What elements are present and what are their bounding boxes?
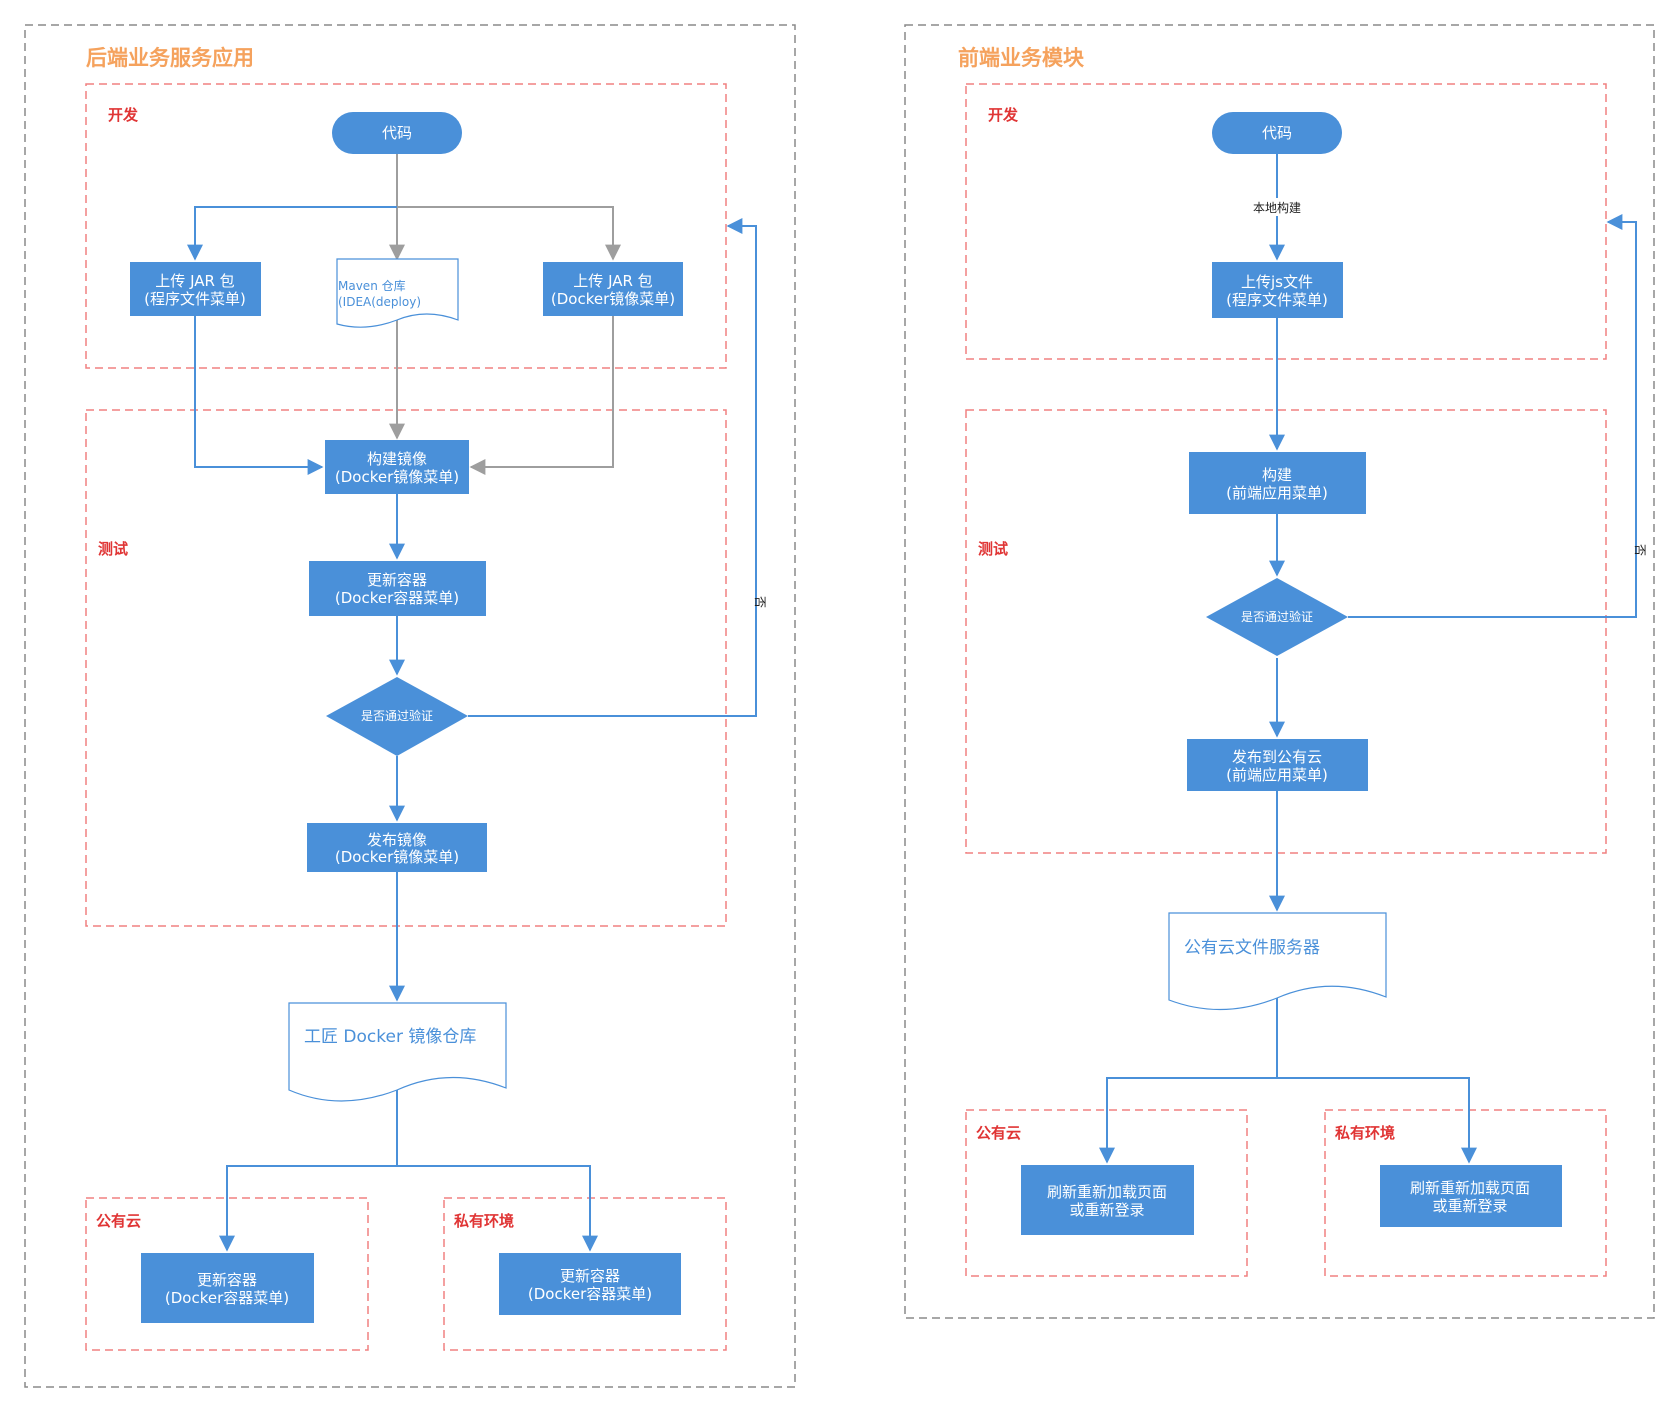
backend-maven-repo-line1: Maven 仓库 <box>338 278 406 293</box>
frontend-stage-test-title: 测试 <box>978 540 1008 558</box>
backend-upload-jar-prog-line1: 上传 JAR 包 <box>155 272 234 290</box>
frontend-upload-js-line1: 上传js文件 <box>1241 273 1313 291</box>
backend-upload-jar-docker-line1: 上传 JAR 包 <box>573 272 652 290</box>
backend-stage-test <box>85 409 727 927</box>
edge-fe-server-to-private <box>1277 1077 1477 1164</box>
frontend-public-refresh-node[interactable]: 刷新重新加载页面 或重新登录 <box>1021 1165 1194 1235</box>
fe-local-build-label-bg <box>1245 198 1309 216</box>
frontend-publish-cloud-line1: 发布到公有云 <box>1232 748 1322 766</box>
backend-private-update-line2: (Docker容器菜单) <box>528 1285 652 1303</box>
frontend-stage-dev <box>965 83 1607 360</box>
frontend-verify-decision[interactable]: 是否通过验证 <box>1206 578 1348 656</box>
edge-upload-jar-docker-to-build <box>469 316 614 475</box>
frontend-code-label: 代码 <box>1262 124 1292 142</box>
frontend-private-refresh-line1: 刷新重新加载页面 <box>1410 1179 1530 1197</box>
backend-stage-public <box>85 1197 369 1351</box>
backend-update-container-line2: (Docker容器菜单) <box>335 589 459 607</box>
frontend-panel: 前端业务模块 开发 测试 公有云 私有环境 本地构建 否 代码 上传js文件 (… <box>904 24 1655 1319</box>
frontend-public-refresh-line1: 刷新重新加载页面 <box>1047 1183 1167 1201</box>
frontend-public-refresh-line2: 或重新登录 <box>1069 1201 1144 1219</box>
backend-upload-jar-prog-line2: (程序文件菜单) <box>144 290 246 308</box>
frontend-private-refresh-line2: 或重新登录 <box>1432 1197 1507 1215</box>
backend-stage-test-title: 测试 <box>98 540 128 558</box>
backend-publish-image-line2: (Docker镜像菜单) <box>335 848 459 866</box>
backend-build-image-node[interactable]: 构建镜像 (Docker镜像菜单) <box>325 440 469 494</box>
backend-upload-jar-prog-node[interactable]: 上传 JAR 包 (程序文件菜单) <box>130 262 261 316</box>
backend-verify-label: 是否通过验证 <box>361 708 433 723</box>
backend-stage-private <box>443 1197 727 1351</box>
frontend-stage-private <box>1324 1109 1607 1277</box>
backend-maven-repo-node[interactable]: Maven 仓库 (IDEA(deploy) <box>336 258 459 328</box>
backend-registry-node[interactable]: 工匠 Docker 镜像仓库 <box>288 1002 507 1102</box>
frontend-upload-js-line2: (程序文件菜单) <box>1226 291 1328 309</box>
frontend-stage-private-title: 私有环境 <box>1334 1124 1395 1142</box>
frontend-panel-border <box>904 24 1655 1319</box>
backend-stage-private-title: 私有环境 <box>453 1212 514 1230</box>
frontend-stage-public-title: 公有云 <box>976 1124 1021 1142</box>
frontend-stage-test <box>965 409 1607 854</box>
frontend-stage-public <box>965 1109 1248 1277</box>
backend-verify-decision[interactable]: 是否通过验证 <box>326 677 468 756</box>
edge-fe-verify-no-loop <box>1348 214 1637 618</box>
backend-stage-public-title: 公有云 <box>96 1212 141 1230</box>
frontend-build-node[interactable]: 构建 (前端应用菜单) <box>1189 452 1366 514</box>
frontend-verify-label: 是否通过验证 <box>1241 609 1313 624</box>
backend-upload-jar-docker-line2: (Docker镜像菜单) <box>551 290 675 308</box>
backend-stage-dev-title: 开发 <box>108 106 139 124</box>
backend-no-label: 否 <box>753 596 767 608</box>
edge-registry-to-private <box>397 1165 598 1252</box>
fe-local-build-label: 本地构建 <box>1253 200 1301 215</box>
backend-update-container-line1: 更新容器 <box>367 571 427 589</box>
backend-publish-image-line1: 发布镜像 <box>367 831 427 849</box>
frontend-publish-cloud-line2: (前端应用菜单) <box>1226 766 1328 784</box>
frontend-build-line1: 构建 <box>1262 466 1292 484</box>
backend-panel: 后端业务服务应用 开发 测试 公有云 私有环境 否 代码 上传 <box>24 24 796 1388</box>
edge-upload-jar-prog-to-build <box>194 316 324 475</box>
frontend-stage-dev-title: 开发 <box>988 106 1019 124</box>
backend-public-update-line1: 更新容器 <box>197 1271 257 1289</box>
frontend-build-line2: (前端应用菜单) <box>1226 484 1328 502</box>
edge-registry-to-public <box>219 1083 398 1252</box>
backend-publish-image-node[interactable]: 发布镜像 (Docker镜像菜单) <box>307 823 487 872</box>
backend-maven-repo-line2: (IDEA(deploy) <box>338 295 421 309</box>
backend-public-update-node[interactable]: 更新容器 (Docker容器菜单) <box>141 1253 314 1323</box>
backend-code-label: 代码 <box>382 124 412 142</box>
frontend-no-label: 否 <box>1633 544 1647 556</box>
edge-fe-server-to-public <box>1099 996 1278 1164</box>
backend-code-node[interactable]: 代码 <box>332 112 462 154</box>
backend-upload-jar-docker-node[interactable]: 上传 JAR 包 (Docker镜像菜单) <box>543 262 683 316</box>
backend-public-update-line2: (Docker容器菜单) <box>165 1289 289 1307</box>
edge-code-to-upload-jar-docker <box>397 206 621 261</box>
frontend-file-server-node[interactable]: 公有云文件服务器 <box>1168 912 1387 1011</box>
backend-private-update-line1: 更新容器 <box>560 1267 620 1285</box>
edge-code-to-upload-jar-prog <box>187 206 397 261</box>
frontend-upload-js-node[interactable]: 上传js文件 (程序文件菜单) <box>1212 262 1343 318</box>
backend-build-image-line1: 构建镜像 <box>367 450 427 468</box>
frontend-file-server-label: 公有云文件服务器 <box>1184 938 1320 958</box>
frontend-code-node[interactable]: 代码 <box>1212 112 1342 154</box>
backend-build-image-line2: (Docker镜像菜单) <box>335 468 459 486</box>
backend-panel-border <box>24 24 796 1388</box>
edge-verify-no-loop <box>468 218 757 717</box>
backend-stage-dev <box>85 83 727 369</box>
backend-private-update-node[interactable]: 更新容器 (Docker容器菜单) <box>499 1253 681 1315</box>
backend-update-container-node[interactable]: 更新容器 (Docker容器菜单) <box>309 561 486 616</box>
backend-panel-title: 后端业务服务应用 <box>86 46 254 70</box>
frontend-panel-title: 前端业务模块 <box>958 46 1085 70</box>
backend-registry-label: 工匠 Docker 镜像仓库 <box>304 1027 476 1047</box>
frontend-publish-cloud-node[interactable]: 发布到公有云 (前端应用菜单) <box>1187 739 1368 791</box>
frontend-private-refresh-node[interactable]: 刷新重新加载页面 或重新登录 <box>1380 1165 1562 1227</box>
